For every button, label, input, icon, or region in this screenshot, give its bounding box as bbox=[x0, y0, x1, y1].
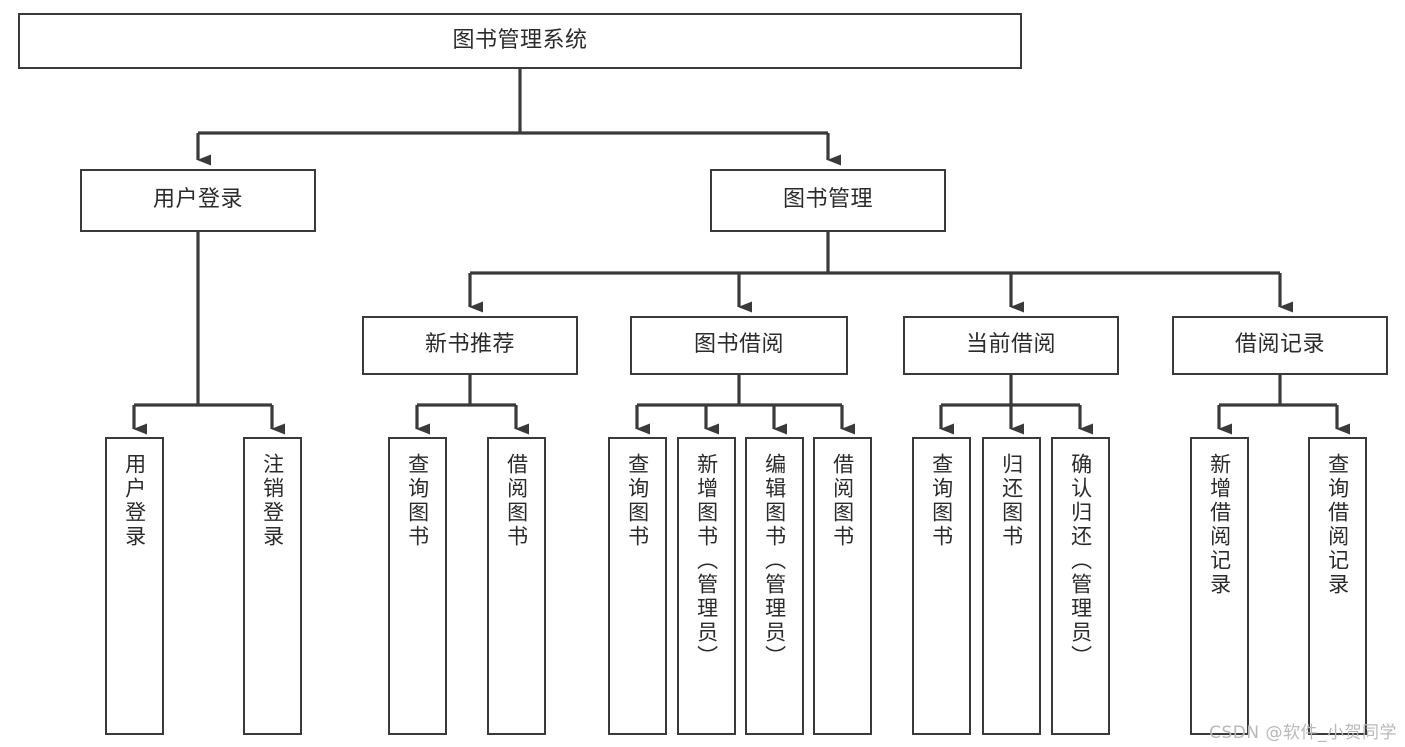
node-book-management-label: 图书管理 bbox=[782, 187, 873, 213]
node-leaf-query-book-current[interactable]: 查询图书 bbox=[912, 437, 971, 735]
csdn-watermark: CSDN @软件_小贺同学 bbox=[1209, 723, 1397, 743]
node-leaf-logout[interactable]: 注销登录 bbox=[243, 437, 302, 735]
node-leaf-add-book[interactable]: 新增图书（管理员） bbox=[677, 437, 736, 735]
node-leaf-query-book-current-label: 查询图书 bbox=[929, 453, 954, 549]
node-book-borrow[interactable]: 图书借阅 bbox=[630, 316, 848, 375]
node-leaf-return-book[interactable]: 归还图书 bbox=[982, 437, 1041, 735]
node-user-login-label: 用户登录 bbox=[152, 187, 243, 213]
node-book-management[interactable]: 图书管理 bbox=[710, 169, 946, 232]
node-leaf-logout-label: 注销登录 bbox=[260, 453, 285, 549]
node-leaf-query-book-recommend[interactable]: 查询图书 bbox=[388, 437, 447, 735]
node-leaf-query-book-borrow-label: 查询图书 bbox=[625, 453, 650, 549]
node-leaf-return-book-label: 归还图书 bbox=[999, 453, 1024, 549]
node-new-book-recommend-label: 新书推荐 bbox=[424, 332, 515, 358]
node-leaf-confirm-return-label: 确认归还（管理员） bbox=[1068, 453, 1093, 669]
node-root-label: 图书管理系统 bbox=[452, 27, 588, 53]
node-current-borrow[interactable]: 当前借阅 bbox=[903, 316, 1119, 375]
node-leaf-user-login-label: 用户登录 bbox=[122, 453, 147, 549]
node-leaf-query-borrow-record[interactable]: 查询借阅记录 bbox=[1308, 437, 1367, 735]
node-leaf-query-borrow-record-label: 查询借阅记录 bbox=[1325, 453, 1350, 597]
node-current-borrow-label: 当前借阅 bbox=[965, 332, 1056, 358]
node-borrow-record[interactable]: 借阅记录 bbox=[1172, 316, 1388, 375]
node-leaf-add-borrow-record-label: 新增借阅记录 bbox=[1207, 453, 1232, 597]
node-leaf-add-book-label: 新增图书（管理员） bbox=[694, 453, 719, 669]
node-leaf-confirm-return[interactable]: 确认归还（管理员） bbox=[1051, 437, 1110, 735]
node-leaf-borrow-book[interactable]: 借阅图书 bbox=[813, 437, 872, 735]
node-leaf-borrow-book-recommend-label: 借阅图书 bbox=[504, 453, 529, 549]
node-user-login[interactable]: 用户登录 bbox=[80, 169, 316, 232]
node-leaf-user-login[interactable]: 用户登录 bbox=[105, 437, 164, 735]
node-borrow-record-label: 借阅记录 bbox=[1234, 332, 1325, 358]
node-leaf-add-borrow-record[interactable]: 新增借阅记录 bbox=[1190, 437, 1249, 735]
node-leaf-query-book-borrow[interactable]: 查询图书 bbox=[608, 437, 667, 735]
node-leaf-edit-book-label: 编辑图书（管理员） bbox=[762, 453, 787, 669]
node-new-book-recommend[interactable]: 新书推荐 bbox=[362, 316, 578, 375]
node-leaf-borrow-book-recommend[interactable]: 借阅图书 bbox=[487, 437, 546, 735]
node-book-borrow-label: 图书借阅 bbox=[693, 332, 784, 358]
node-leaf-query-book-recommend-label: 查询图书 bbox=[405, 453, 430, 549]
node-leaf-borrow-book-label: 借阅图书 bbox=[830, 453, 855, 549]
node-leaf-edit-book[interactable]: 编辑图书（管理员） bbox=[745, 437, 804, 735]
node-root[interactable]: 图书管理系统 bbox=[18, 13, 1022, 69]
